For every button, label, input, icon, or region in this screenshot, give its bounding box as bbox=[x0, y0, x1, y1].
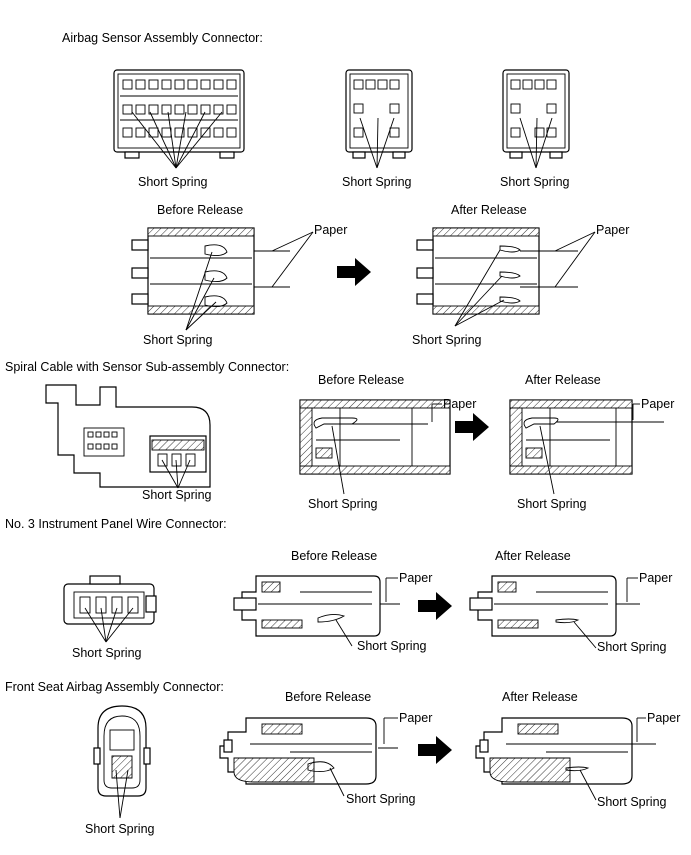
s1-before-label: Before Release bbox=[157, 203, 243, 217]
s4-after-spring-label: Short Spring bbox=[597, 795, 667, 809]
s1-section-before bbox=[131, 227, 290, 315]
s3-spring-label-front: Short Spring bbox=[72, 646, 142, 660]
s3-transition-arrow bbox=[418, 592, 452, 620]
s4-connector-front bbox=[93, 705, 151, 797]
s4-before-label: Before Release bbox=[285, 690, 371, 704]
section3-title: No. 3 Instrument Panel Wire Connector: bbox=[5, 517, 227, 531]
s3-before-spring-leader bbox=[335, 619, 353, 647]
s4-before-spring-leader bbox=[329, 767, 345, 797]
s3-connector-front bbox=[63, 575, 157, 625]
s1-spring-leaders-c bbox=[519, 117, 553, 169]
s2-before-spring-label: Short Spring bbox=[308, 497, 378, 511]
section1-title: Airbag Sensor Assembly Connector: bbox=[62, 31, 263, 45]
s1-after-paper-leader bbox=[554, 231, 596, 288]
s1-after-label: After Release bbox=[451, 203, 527, 217]
section4-title: Front Seat Airbag Assembly Connector: bbox=[5, 680, 224, 694]
s1-after-spring-label: Short Spring bbox=[412, 333, 482, 347]
s1-spring-label-b: Short Spring bbox=[342, 175, 412, 189]
s4-spring-leaders-front bbox=[115, 769, 129, 819]
s4-section-before bbox=[219, 717, 398, 785]
s3-before-label: Before Release bbox=[291, 549, 377, 563]
s3-after-paper-label: Paper bbox=[639, 571, 672, 585]
s2-connector-front bbox=[45, 384, 211, 488]
s1-before-spring-leader bbox=[185, 251, 217, 331]
s1-spring-leaders-b bbox=[359, 117, 395, 169]
s4-after-label: After Release bbox=[502, 690, 578, 704]
s2-transition-arrow bbox=[455, 413, 489, 441]
s1-after-paper-label: Paper bbox=[596, 223, 629, 237]
s3-section-before bbox=[233, 575, 400, 637]
s3-spring-leaders-front bbox=[84, 607, 134, 643]
s1-before-paper-leader bbox=[271, 231, 314, 288]
s1-spring-label-a: Short Spring bbox=[138, 175, 208, 189]
s2-spring-leaders-front bbox=[161, 459, 191, 489]
s2-spring-label-front: Short Spring bbox=[142, 488, 212, 502]
s4-before-paper-label: Paper bbox=[399, 711, 432, 725]
s4-section-after bbox=[475, 717, 656, 785]
s1-before-spring-label: Short Spring bbox=[143, 333, 213, 347]
s4-before-spring-label: Short Spring bbox=[346, 792, 416, 806]
s2-after-label: After Release bbox=[525, 373, 601, 387]
s2-before-spring-leader bbox=[331, 425, 345, 495]
s1-section-after bbox=[416, 227, 578, 315]
s3-before-spring-label: Short Spring bbox=[357, 639, 427, 653]
s3-after-spring-leader bbox=[573, 621, 597, 649]
s1-before-paper-label: Paper bbox=[314, 223, 347, 237]
s2-after-paper-label: Paper bbox=[641, 397, 674, 411]
s4-spring-label-front: Short Spring bbox=[85, 822, 155, 836]
s3-after-label: After Release bbox=[495, 549, 571, 563]
section2-title: Spiral Cable with Sensor Sub-assembly Co… bbox=[5, 360, 289, 374]
s3-before-paper-label: Paper bbox=[399, 571, 432, 585]
s2-after-spring-leader bbox=[539, 425, 555, 495]
s1-connector-front-large bbox=[113, 69, 245, 159]
s1-after-spring-leader bbox=[454, 249, 505, 327]
s1-spring-label-c: Short Spring bbox=[500, 175, 570, 189]
s1-connector-front-mid bbox=[345, 69, 413, 159]
s1-spring-leaders-a bbox=[131, 111, 223, 169]
s2-section-after bbox=[509, 399, 664, 475]
s4-transition-arrow bbox=[418, 736, 452, 764]
s3-after-spring-label: Short Spring bbox=[597, 640, 667, 654]
s2-before-paper-label: Paper bbox=[443, 397, 476, 411]
s2-before-label: Before Release bbox=[318, 373, 404, 387]
s1-connector-front-small bbox=[502, 69, 570, 159]
s2-section-before bbox=[299, 399, 451, 475]
s4-after-paper-label: Paper bbox=[647, 711, 680, 725]
s1-transition-arrow bbox=[337, 258, 371, 286]
s3-section-after bbox=[469, 575, 640, 637]
s2-after-spring-label: Short Spring bbox=[517, 497, 587, 511]
s4-after-spring-leader bbox=[579, 769, 597, 801]
